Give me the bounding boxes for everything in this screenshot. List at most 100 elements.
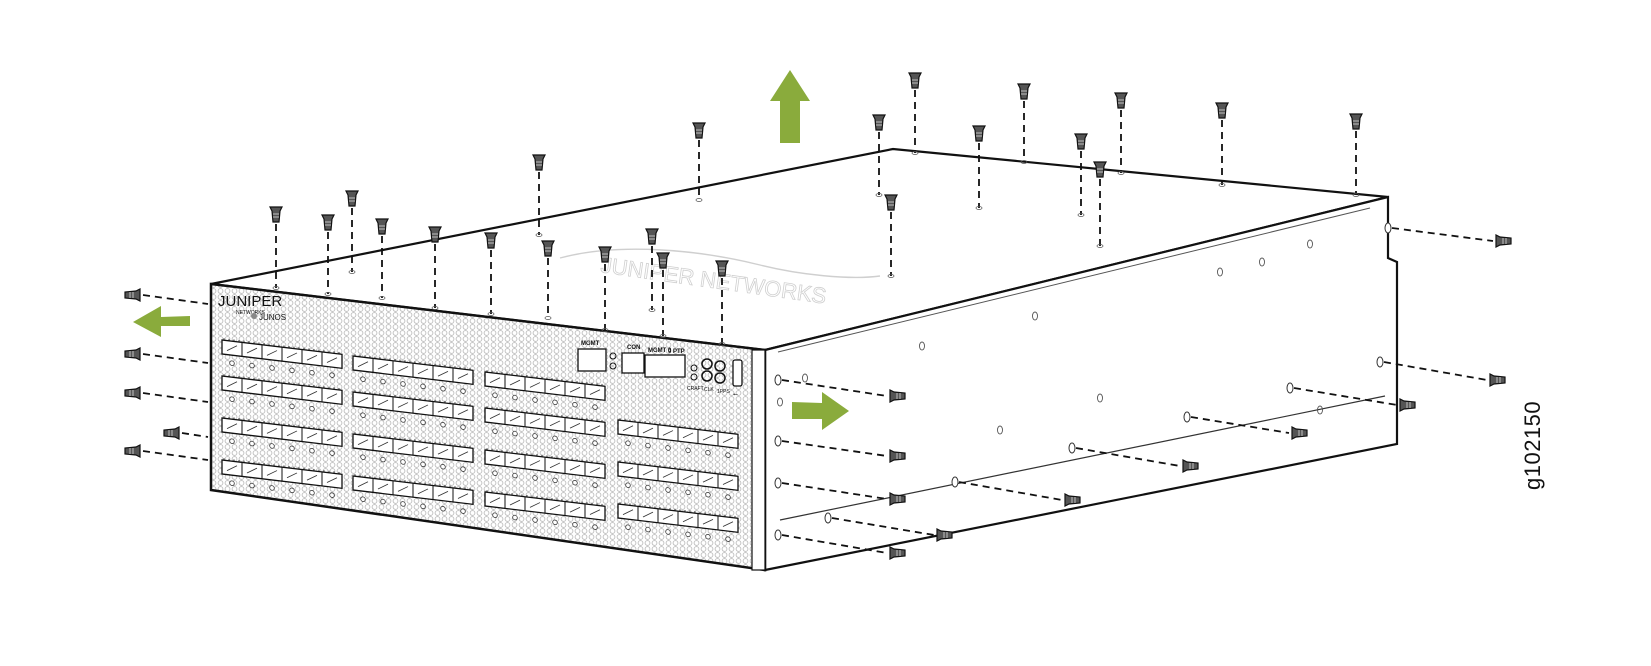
led-icon [725, 494, 731, 500]
led-icon [665, 529, 671, 535]
led-icon [249, 362, 255, 369]
led-icon [309, 448, 315, 454]
top-screw [1114, 92, 1128, 175]
led-icon [249, 482, 255, 489]
right-screw [951, 476, 1081, 507]
led-icon [609, 362, 617, 370]
led-icon [625, 524, 631, 530]
led-icon [512, 394, 518, 401]
port-cages [221, 338, 739, 542]
mounting-hole [1097, 393, 1103, 403]
mounting-hole [1259, 257, 1265, 267]
top-screw [656, 252, 670, 338]
led-icon [380, 456, 386, 463]
usb-port [732, 359, 743, 387]
led-icon [592, 404, 598, 410]
sfp-mgmt-port [644, 354, 686, 378]
led-icon [360, 376, 366, 382]
led-icon [690, 373, 698, 381]
top-screw [1074, 133, 1088, 217]
pps-label: 1PPS [717, 389, 730, 395]
led-icon [460, 466, 466, 472]
right-screw [1384, 222, 1512, 248]
figure-id-label: g102150 [1520, 400, 1545, 490]
qsfp-cage-row [484, 406, 606, 446]
qsfp-cage-row [617, 502, 739, 542]
qsfp-cage-row [484, 370, 606, 410]
led-icon [229, 438, 235, 444]
top-screw [484, 232, 498, 316]
led-icon [625, 440, 631, 446]
top-screw [1093, 161, 1107, 248]
mgmt-port [577, 348, 607, 372]
led-icon [725, 536, 731, 542]
mounting-hole [777, 397, 783, 407]
led-icon [400, 501, 406, 507]
led-icon [460, 388, 466, 394]
mounting-hole [1032, 311, 1038, 321]
led-icon [420, 419, 426, 426]
top-screw [872, 114, 886, 197]
qsfp-cage-row [352, 390, 474, 430]
led-icon [552, 519, 558, 526]
led-icon [552, 435, 558, 442]
side-rail-line [779, 395, 1386, 521]
led-icon [329, 408, 335, 414]
led-icon [329, 450, 335, 456]
led-icon [289, 367, 295, 374]
top-screw [532, 154, 546, 237]
led-icon [440, 386, 446, 392]
qsfp-cage-row [352, 354, 474, 394]
pps-connector-icon [714, 372, 726, 384]
led-icon [229, 396, 235, 402]
led-icon [492, 392, 498, 398]
junos-logo-icon [251, 313, 257, 319]
led-icon [249, 398, 255, 405]
led-icon [532, 475, 538, 481]
top-screw [269, 206, 283, 290]
arrow-left-icon [133, 306, 190, 337]
top-screw [908, 72, 922, 155]
led-icon [645, 526, 651, 533]
led-icon [552, 477, 558, 484]
led-icon [552, 399, 558, 406]
left-screw [163, 426, 209, 440]
led-icon [592, 482, 598, 488]
led-icon [249, 440, 255, 447]
right-screw [774, 529, 906, 560]
led-icon [400, 417, 406, 423]
top-screw [884, 194, 898, 278]
led-icon [725, 452, 731, 458]
led-icon [309, 370, 315, 376]
right-screw [1068, 442, 1199, 473]
qsfp-cage-row [617, 418, 739, 458]
led-icon [685, 447, 691, 454]
led-icon [400, 381, 406, 387]
led-icon [592, 524, 598, 530]
right-screw [774, 435, 906, 463]
led-icon [460, 508, 466, 514]
led-icon [609, 352, 617, 360]
led-icon [360, 496, 366, 502]
qsfp-cage-row [221, 416, 343, 456]
led-icon [705, 534, 711, 540]
led-icon [380, 498, 386, 505]
led-icon [289, 445, 295, 452]
led-icon [440, 422, 446, 428]
mounting-hole [802, 373, 808, 383]
led-icon [690, 364, 698, 372]
led-icon [400, 459, 406, 465]
screws [124, 72, 1512, 560]
led-icon [380, 378, 386, 385]
con-port [621, 352, 645, 374]
mounting-hole [1307, 239, 1313, 249]
led-icon [289, 487, 295, 494]
top-screw [1017, 83, 1031, 164]
led-icon [440, 506, 446, 512]
led-icon [229, 480, 235, 486]
qsfp-cage-row [484, 490, 606, 530]
top-screw [1349, 113, 1363, 197]
qsfp-cage-row [221, 374, 343, 414]
